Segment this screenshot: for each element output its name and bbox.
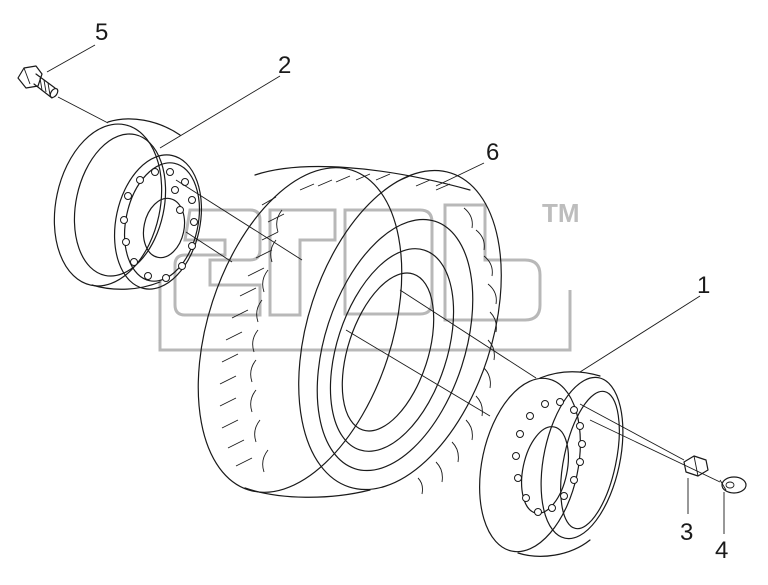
rim-inner-bolt-holes <box>512 398 586 516</box>
callout-labels: 5 2 6 1 3 4 <box>95 19 728 564</box>
rim-inner-half <box>479 371 624 557</box>
callout-1: 1 <box>697 272 710 299</box>
callout-6: 6 <box>486 139 499 166</box>
tire-part <box>197 166 502 498</box>
callout-5: 5 <box>95 19 108 46</box>
callout-4: 4 <box>715 537 728 564</box>
washer-part <box>719 476 747 494</box>
callout-2: 2 <box>278 52 291 79</box>
callout-3: 3 <box>680 519 693 546</box>
rim-outer-half <box>53 118 203 290</box>
rim-outer-bolt-holes <box>120 168 198 282</box>
bolt-part <box>17 65 59 99</box>
callout-leaders <box>46 44 725 534</box>
watermark-tm: TM <box>542 198 580 228</box>
nut-part <box>683 455 709 477</box>
tire-tread-pattern <box>219 173 497 495</box>
assembly-axis-lines <box>57 96 721 483</box>
